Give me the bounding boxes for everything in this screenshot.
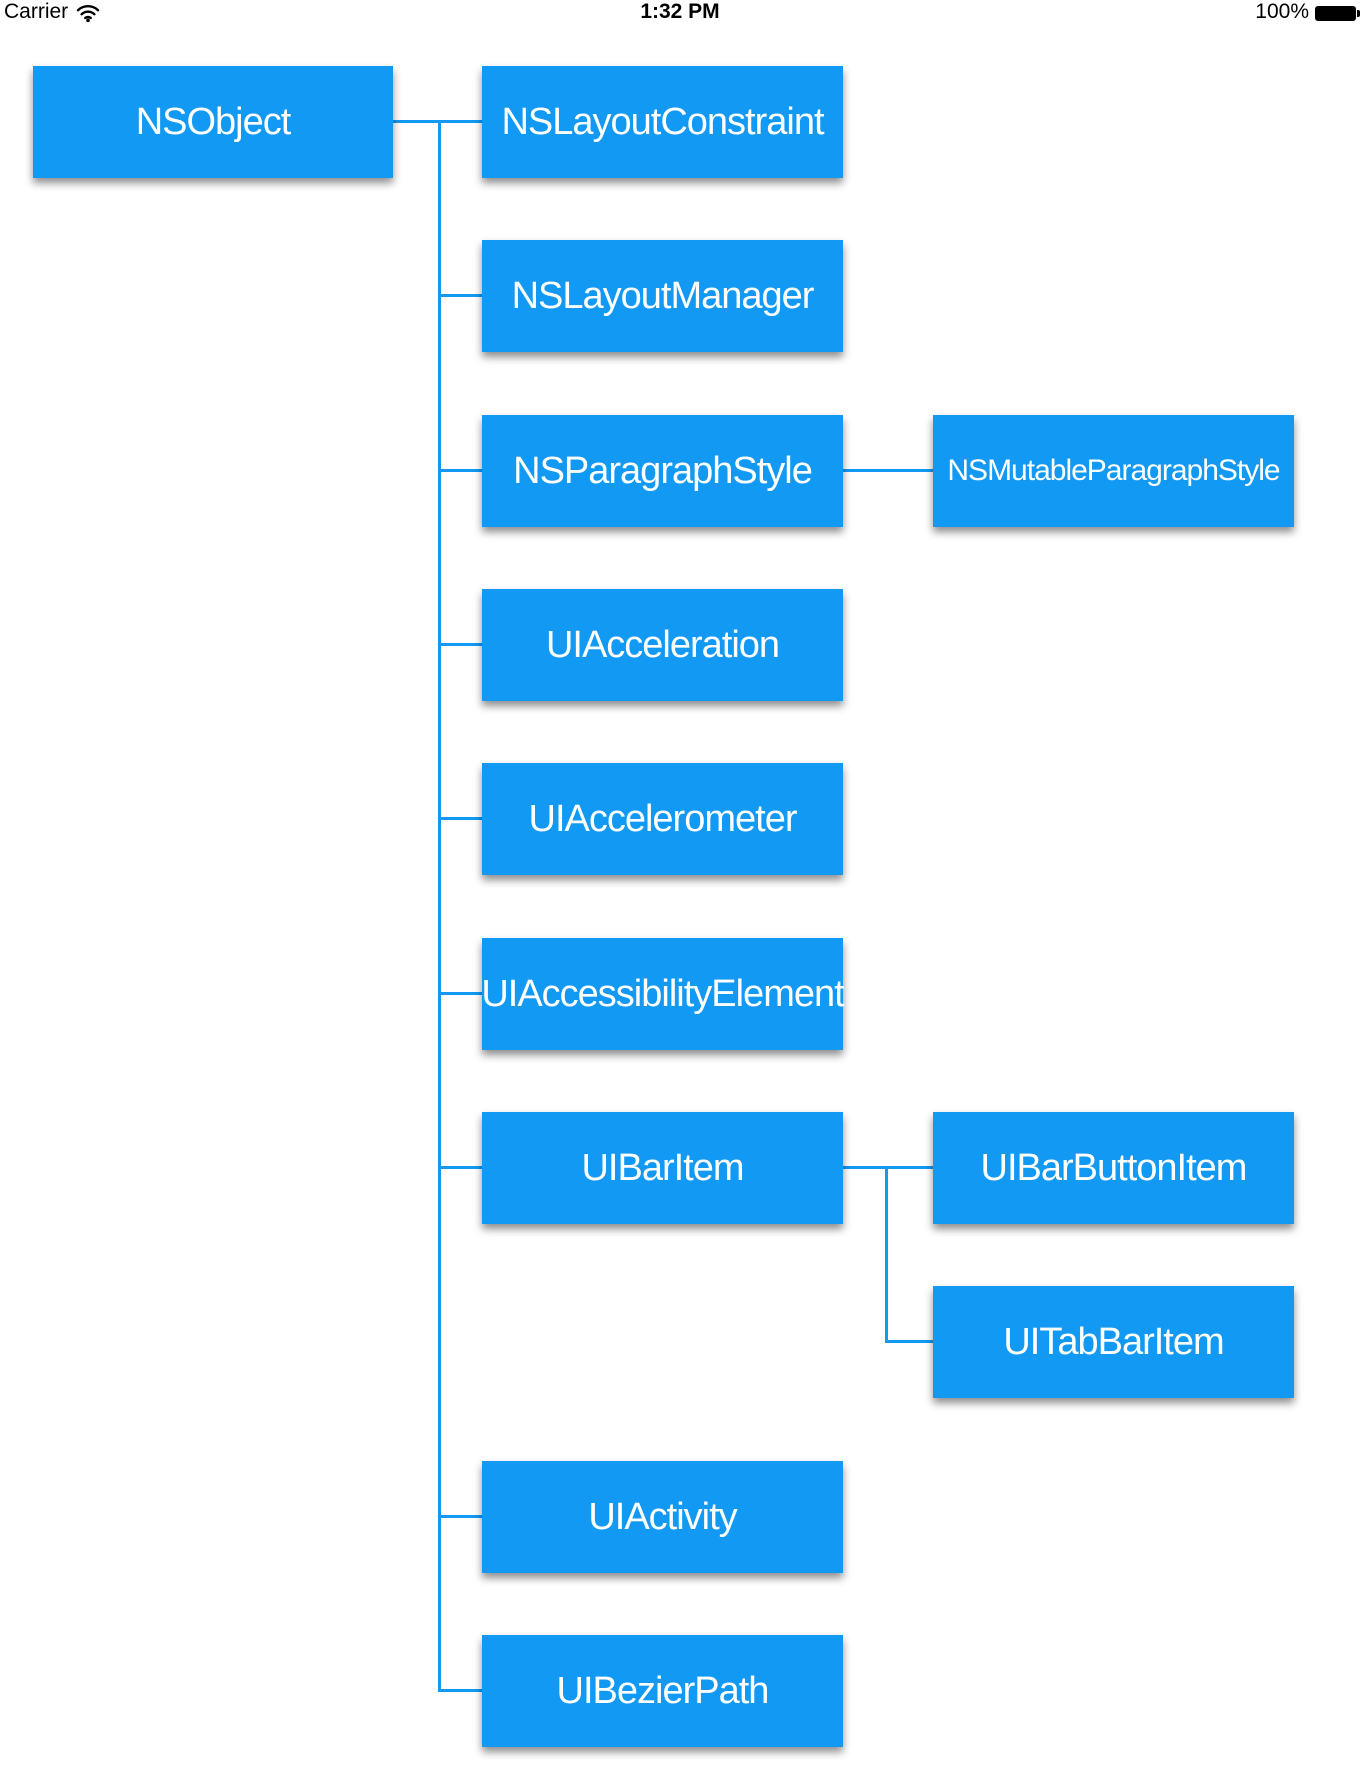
connector-stub-uiacceleration xyxy=(438,643,482,646)
node-nsparagraphstyle[interactable]: NSParagraphStyle xyxy=(482,415,843,527)
status-bar-right: 100% xyxy=(1255,0,1360,24)
battery-percent-label: 100% xyxy=(1255,0,1309,23)
connector-stub-nsparagraphstyle xyxy=(438,469,482,472)
node-nsmutableparagraphstyle[interactable]: NSMutableParagraphStyle xyxy=(933,415,1294,527)
node-uibarbuttonitem[interactable]: UIBarButtonItem xyxy=(933,1112,1294,1224)
node-uibezierpath[interactable]: UIBezierPath xyxy=(482,1635,843,1747)
node-nsobject[interactable]: NSObject xyxy=(33,66,393,178)
node-uiaccessibilityelement[interactable]: UIAccessibilityElement xyxy=(481,938,845,1050)
node-uibaritem[interactable]: UIBarItem xyxy=(482,1112,843,1224)
wifi-icon xyxy=(76,4,100,22)
connector-uibaritem-to-uibarbuttonitem xyxy=(843,1166,933,1169)
connector-stub-uiactivity xyxy=(438,1515,482,1518)
status-bar-left: Carrier xyxy=(4,0,100,24)
battery-full-icon xyxy=(1315,5,1360,21)
node-uiaccelerometer[interactable]: UIAccelerometer xyxy=(482,763,843,875)
node-nslayoutmanager[interactable]: NSLayoutManager xyxy=(482,240,843,352)
node-nslayoutconstraint[interactable]: NSLayoutConstraint xyxy=(482,66,843,178)
connector-stub-nslayoutmanager xyxy=(438,294,482,297)
clock: 1:32 PM xyxy=(640,0,720,23)
carrier-label: Carrier xyxy=(4,0,69,23)
connector-stub-uibaritem xyxy=(438,1166,482,1169)
status-bar: Carrier 1:32 PM 100% xyxy=(0,0,1360,26)
connector-trunk-vertical xyxy=(438,120,441,1692)
connector-nsparagraphstyle-to-mutable xyxy=(843,469,933,472)
connector-stub-uiaccelerometer xyxy=(438,817,482,820)
node-uiactivity[interactable]: UIActivity xyxy=(482,1461,843,1573)
node-uitabbaritem[interactable]: UITabBarItem xyxy=(933,1286,1294,1398)
connector-branch-to-uitabbaritem xyxy=(885,1340,933,1343)
connector-root-to-first-child xyxy=(393,120,482,123)
node-uiacceleration[interactable]: UIAcceleration xyxy=(482,589,843,701)
connector-stub-uibezierpath xyxy=(438,1689,482,1692)
connector-uibaritem-branch-vertical xyxy=(885,1166,888,1343)
connector-stub-uiaccessibilityelement xyxy=(438,992,482,995)
